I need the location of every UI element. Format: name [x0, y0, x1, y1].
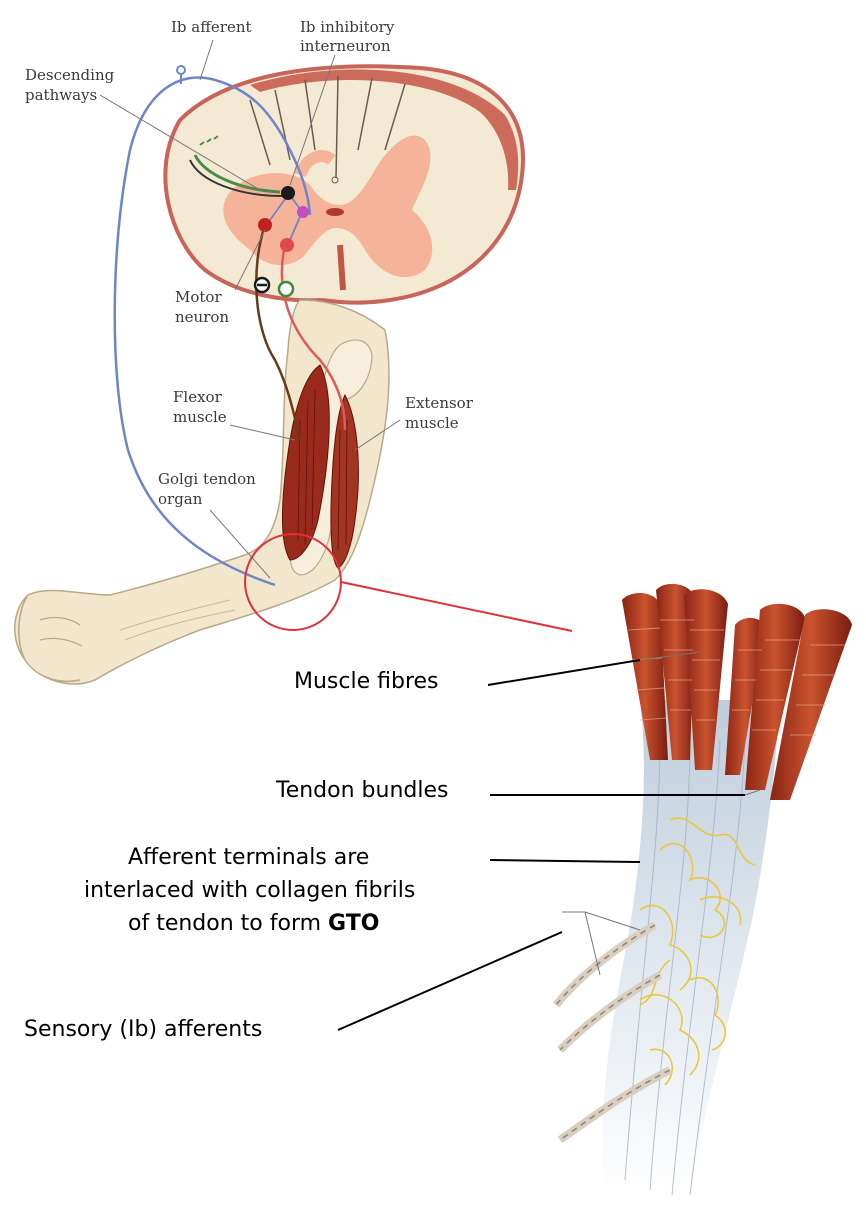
spinal-cord [163, 64, 525, 305]
muscle-fibre-2 [656, 583, 695, 760]
extensor-muscle [330, 393, 359, 569]
label-tendon-bundles: Tendon bundles [275, 778, 448, 803]
ib-afferent-fiber [113, 76, 312, 587]
ib-inhibitory-interneuron [281, 186, 295, 200]
label-flexor-1: Flexor [173, 388, 223, 406]
upper-leader-lines [99, 39, 401, 579]
descending-pathway-green [193, 154, 281, 194]
cord-dorsal-edge [250, 69, 519, 190]
label-descending-2: pathways [25, 86, 97, 104]
label-afferent-3-prefix: of tendon to form [128, 911, 328, 936]
label-motor-1: Motor [175, 288, 222, 306]
excitatory-interneuron [297, 206, 309, 218]
extensor-motor-neuron [280, 238, 294, 252]
label-ib-inhibitory-2: interneuron [300, 37, 391, 55]
label-flexor-2: muscle [173, 408, 227, 426]
muscle-fibre-3 [684, 589, 728, 770]
label-afferent-2: interlaced with collagen fibrils [84, 878, 415, 903]
label-motor-2: neuron [175, 308, 229, 326]
label-descending-1: Descending [25, 66, 115, 84]
descending-pathway-dark [189, 159, 283, 197]
label-ib-afferent: Ib afferent [171, 18, 252, 36]
muscle-fibres [622, 583, 852, 800]
excitatory-synapse-icon [277, 280, 295, 298]
gray-matter [223, 135, 433, 278]
flexor-motor-neuron [258, 218, 272, 232]
label-afferent-3: of tendon to form GTO [128, 911, 379, 936]
dorsal-horn-left [294, 150, 336, 178]
arm [14, 299, 390, 685]
zoom-connector-line [340, 581, 573, 632]
flexor-motor-axon [255, 224, 302, 441]
descending-dashes [199, 135, 219, 146]
label-ib-inhibitory-1: Ib inhibitory [300, 18, 395, 36]
lower-thin-leaders [562, 651, 761, 976]
label-sensory-afferents: Sensory (Ib) afferents [24, 1017, 262, 1042]
central-canal [326, 208, 344, 216]
extensor-striations [337, 419, 348, 551]
label-extensor-2: muscle [405, 414, 459, 432]
extensor-motor-axon [280, 244, 347, 431]
fist-fingers [39, 616, 83, 647]
sensory-afferent-fibers [552, 921, 672, 1144]
label-golgi-2: organ [158, 490, 203, 508]
cord-radial-lines [249, 75, 406, 179]
dorsal-septum-dot [331, 176, 339, 184]
fibre-striations [627, 619, 845, 736]
label-golgi-1: Golgi tendon [158, 470, 256, 488]
myelin-segments [555, 924, 671, 1141]
forearm-lines [119, 599, 236, 641]
label-muscle-fibres: Muscle fibres [294, 669, 439, 694]
dorsal-root-ganglion [176, 65, 186, 75]
afferent-terminals [639, 817, 756, 1086]
tendon-body [602, 700, 780, 1200]
label-extensor-1: Extensor [405, 394, 474, 412]
label-afferent-3-gto: GTO [328, 911, 379, 936]
label-afferent-1: Afferent terminals are [128, 845, 369, 870]
gto-magnified [552, 583, 852, 1200]
lower-labels: Muscle fibres Tendon bundles Afferent te… [24, 669, 448, 1042]
lower-leader-lines [337, 659, 745, 1031]
muscle-fibre-4 [725, 617, 765, 775]
neural-pathways [113, 65, 347, 587]
ventral-fissure [337, 244, 346, 291]
upper-labels: Ib afferent Ib inhibitory interneuron De… [25, 18, 474, 508]
